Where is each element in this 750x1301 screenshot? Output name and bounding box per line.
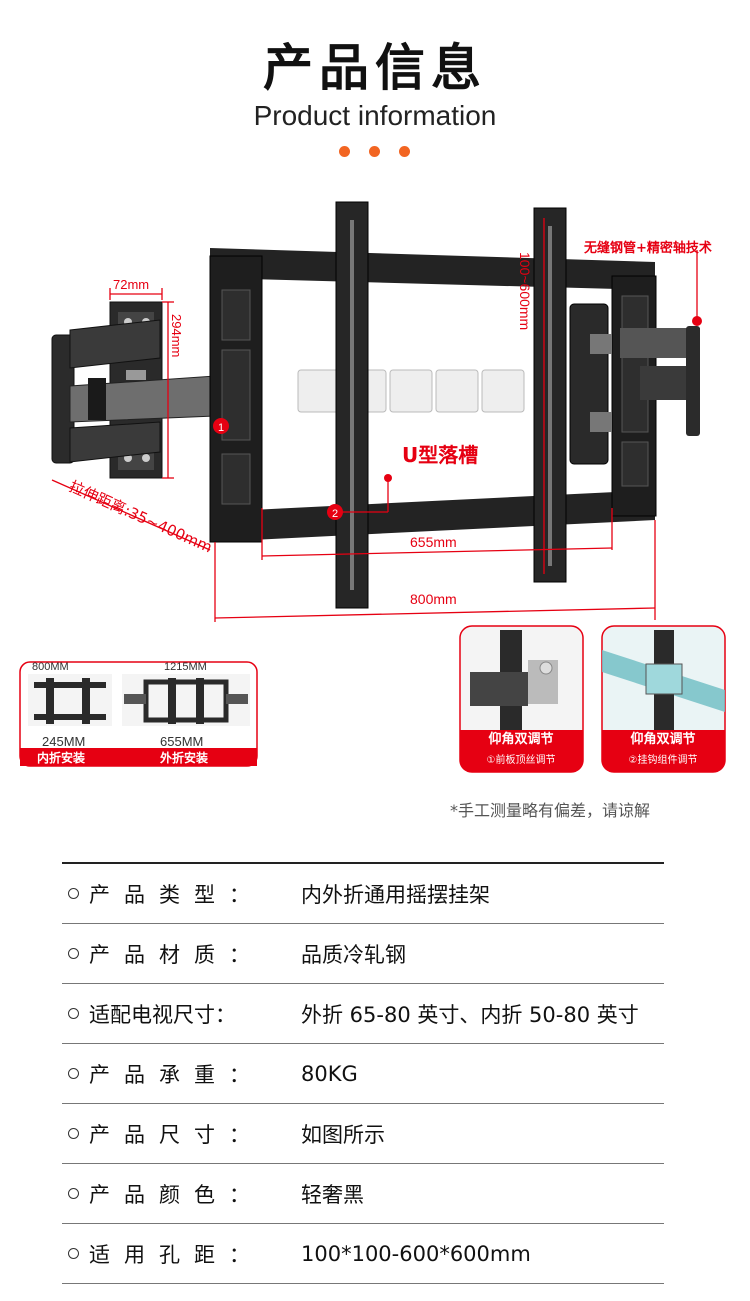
dimension-lines — [51, 218, 698, 622]
spec-value: 品质冷轧钢 — [301, 942, 406, 967]
spec-row: 产品材质： 品质冷轧钢 — [62, 924, 664, 984]
outer-width-label: 1215MM — [164, 661, 207, 673]
bullet-icon — [68, 948, 79, 959]
dot — [399, 146, 410, 157]
right-vertical-rail — [533, 207, 567, 583]
spec-row: 适配电视尺寸： 外折 65-80 英寸、内折 50-80 英寸 — [62, 984, 664, 1044]
outer-gap-label: 655MM — [160, 734, 203, 749]
title-dots — [339, 146, 411, 158]
product-illustration: 1 2 72mm 294mm 100~600mm 655mm 800mm 拉伸距… — [19, 201, 726, 773]
spec-row: 产品尺寸： 如图所示 — [62, 1104, 664, 1164]
page-subtitle: Product information — [253, 100, 497, 131]
left-arm — [51, 319, 216, 464]
wall-sockets — [297, 369, 525, 413]
spec-value: 内外折通用摇摆挂架 — [301, 882, 490, 907]
detail-card-1 — [459, 625, 584, 773]
extension-label: 拉伸距离:35~400mm — [66, 477, 215, 556]
spec-value: 轻奢黑 — [301, 1182, 364, 1207]
spec-value: 100*100-600*600mm — [301, 1241, 531, 1266]
dim-800-label: 800mm — [410, 591, 457, 607]
spec-row: 产品承重： 80KG — [62, 1044, 664, 1104]
dot — [339, 146, 350, 157]
tube-tech-label: 无缝钢管+精密轴技术 — [583, 240, 712, 256]
bullet-icon — [68, 888, 79, 899]
inner-width-label: 800MM — [32, 661, 69, 673]
left-vertical-rail — [335, 201, 369, 609]
bullet-icon — [68, 1128, 79, 1139]
spec-key: 产品类型： — [89, 882, 264, 907]
dot — [369, 146, 380, 157]
spec-key: 产品材质： — [89, 942, 264, 967]
marker-1-label: 1 — [218, 422, 224, 434]
callout-dot — [384, 474, 392, 482]
marker-2-label: 2 — [332, 508, 338, 520]
dim-72-label: 72mm — [113, 277, 149, 292]
bullet-icon — [68, 1188, 79, 1199]
spec-value: 外折 65-80 英寸、内折 50-80 英寸 — [301, 1002, 639, 1027]
spec-key: 产品尺寸： — [89, 1122, 264, 1147]
detail-2-subtitle: ②挂钩组件调节 — [629, 753, 698, 766]
detail-1-subtitle: ①前板顶丝调节 — [487, 753, 556, 766]
inner-gap-label: 245MM — [42, 734, 85, 749]
measurement-note: *手工测量略有偏差，请谅解 — [450, 801, 651, 820]
u-slot-label: U型落槽 — [402, 443, 478, 467]
detail-2-title: 仰角双调节 — [630, 731, 695, 747]
detail-1-title: 仰角双调节 — [488, 731, 553, 747]
spec-value: 如图所示 — [301, 1122, 385, 1147]
spec-value: 80KG — [301, 1061, 358, 1086]
right-wall-plate — [569, 303, 700, 465]
dim-100-600-label: 100~600mm — [517, 252, 533, 330]
spec-key: 适用孔距： — [89, 1242, 264, 1267]
bullet-icon — [68, 1248, 79, 1259]
page-title: 产品信息 — [263, 39, 487, 97]
dim-655-label: 655mm — [410, 534, 457, 550]
inner-install-label: 内折安装 — [37, 750, 85, 765]
spec-key: 产品承重： — [89, 1062, 264, 1087]
dim-294-label: 294mm — [169, 314, 184, 357]
install-panel — [19, 661, 258, 767]
spec-key: 产品颜色： — [89, 1182, 264, 1207]
bullet-icon — [68, 1008, 79, 1019]
callout-dot — [692, 316, 702, 326]
bullet-icon — [68, 1068, 79, 1079]
spec-row: 适用孔距： 100*100-600*600mm — [62, 1224, 664, 1284]
spec-row: 产品类型： 内外折通用摇摆挂架 — [62, 864, 664, 924]
outer-install-label: 外折安装 — [160, 750, 208, 765]
marker-1 — [213, 418, 229, 434]
spec-table: 产品类型： 内外折通用摇摆挂架产品材质： 品质冷轧钢适配电视尺寸： 外折 65-80 … — [62, 862, 664, 1284]
spec-row: 产品颜色： 轻奢黑 — [62, 1164, 664, 1224]
marker-2 — [327, 504, 343, 520]
detail-card-2 — [601, 625, 726, 773]
spec-key: 适配电视尺寸： — [89, 1002, 236, 1027]
